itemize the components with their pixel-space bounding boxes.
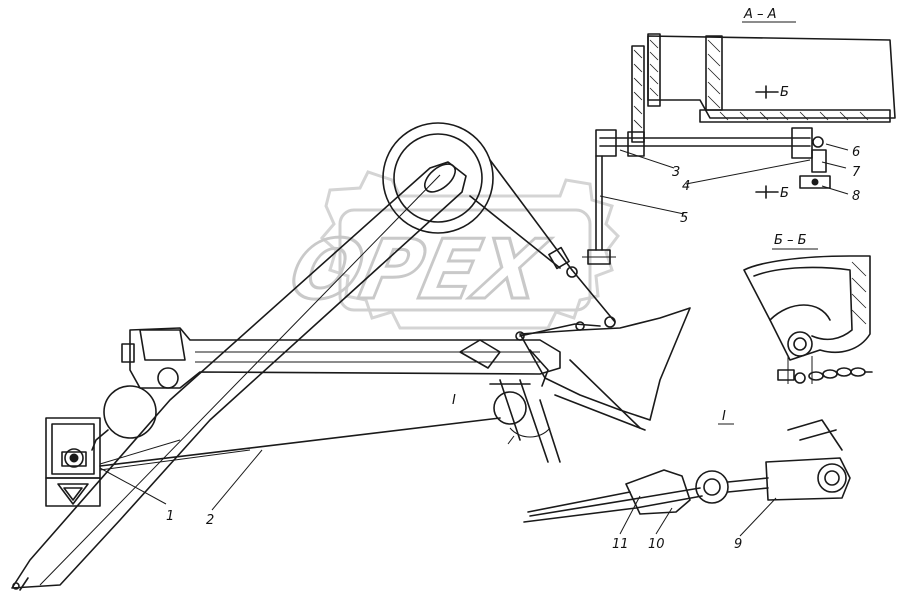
section-b-b-title: Б – Б: [774, 233, 807, 248]
hitch-mechanism: [459, 307, 691, 463]
detail-i-marker: I: [452, 393, 456, 408]
callout-3: 3: [672, 165, 680, 180]
detail-i-title: I: [722, 409, 726, 424]
callouts: 1 2 3 4 5 6 7 8 9 10 11: [166, 145, 861, 552]
section-a-a: Б Б: [582, 33, 896, 265]
chain: [808, 367, 873, 381]
cable: [469, 159, 616, 328]
detail-i: [523, 419, 851, 523]
section-arrow-label-top: Б: [780, 85, 789, 100]
pulley-wheel: [382, 122, 494, 234]
callout-4: 4: [682, 179, 690, 194]
ball-joint: [91, 385, 157, 451]
callout-8: 8: [852, 189, 860, 204]
watermark: OPEX: [281, 170, 620, 330]
callout-2: 2: [206, 513, 214, 528]
callout-9: 9: [734, 537, 742, 552]
callout-10: 10: [648, 537, 665, 552]
callout-11: 11: [612, 537, 629, 552]
watermark-badge: [338, 208, 592, 312]
section-a-a-hatching: [633, 39, 869, 129]
horizontal-frame: [121, 327, 561, 389]
section-b-b: [743, 255, 873, 384]
diagonal-strut: [99, 417, 501, 471]
callout-7: 7: [852, 165, 861, 180]
watermark-text: OPEX: [282, 222, 555, 318]
callout-5: 5: [680, 211, 688, 226]
callout-1: 1: [166, 509, 174, 524]
leader-lines: [99, 143, 849, 537]
front-clamp: [45, 417, 181, 507]
section-arrow-label-bottom: Б: [780, 186, 789, 201]
callout-6: 6: [852, 145, 860, 160]
section-a-a-title: А – А: [743, 7, 777, 22]
main-boom: [11, 161, 467, 591]
